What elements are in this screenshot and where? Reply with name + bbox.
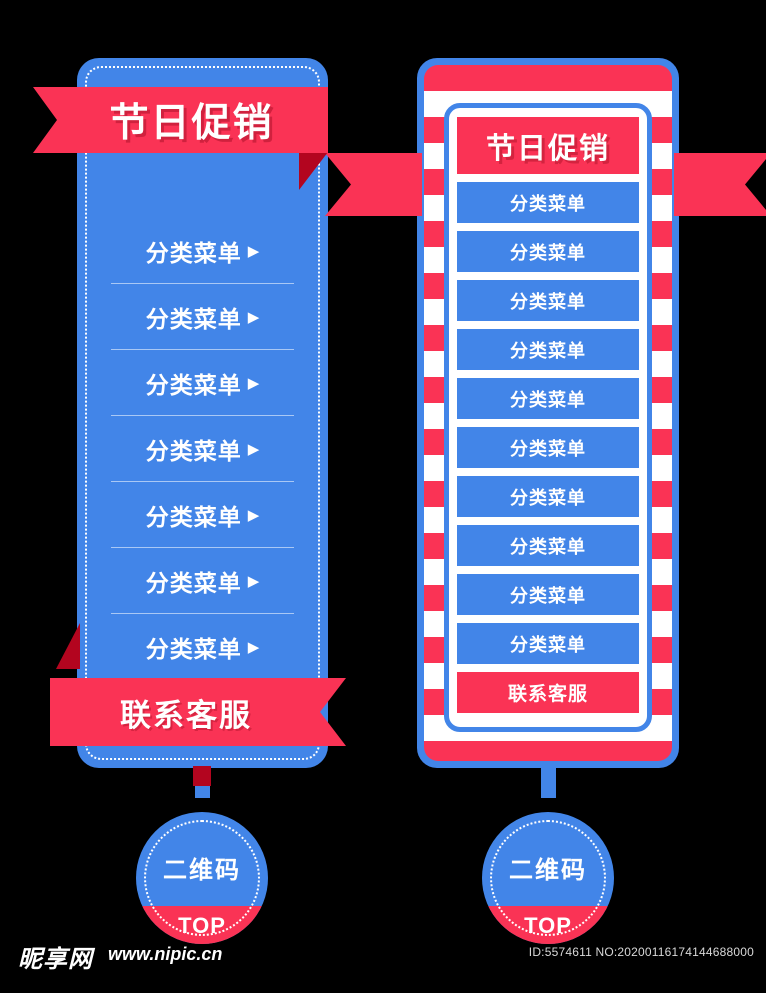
right-menu-item-9[interactable]: 分类菜单 bbox=[457, 574, 639, 615]
left-panel-body bbox=[77, 58, 328, 768]
right-menu-item-label: 分类菜单 bbox=[510, 585, 586, 606]
left-panel-menu-list: 分类菜单 ▶ 分类菜单 ▶ 分类菜单 ▶ 分类菜单 ▶ 分类菜单 ▶ 分类菜单 … bbox=[97, 218, 308, 680]
left-menu-item-label: 分类菜单 bbox=[145, 240, 242, 266]
left-menu-item-label: 分类菜单 bbox=[145, 636, 242, 662]
right-badge-stem bbox=[541, 764, 556, 798]
right-menu-item-label: 分类菜单 bbox=[510, 242, 586, 263]
right-contact-bar-label: 联系客服 bbox=[507, 684, 588, 705]
left-qr-badge-label: 二维码 bbox=[163, 857, 241, 884]
right-menu-item-3[interactable]: 分类菜单 bbox=[457, 280, 639, 321]
right-menu-item-label: 分类菜单 bbox=[510, 536, 586, 557]
right-menu-item-label: 分类菜单 bbox=[510, 389, 586, 410]
right-panel-card: 节日促销 分类菜单 分类菜单 分类菜单 分类菜单 分类菜单 分类菜单 分类菜单 … bbox=[444, 103, 652, 732]
right-menu-item-label: 分类菜单 bbox=[510, 193, 586, 214]
left-qr-badge[interactable]: 二维码 TOP bbox=[136, 812, 268, 944]
right-panel-header-label: 节日促销 bbox=[485, 132, 610, 165]
right-menu-item-6[interactable]: 分类菜单 bbox=[457, 427, 639, 468]
right-menu-item-label: 分类菜单 bbox=[510, 291, 586, 312]
left-menu-item-5[interactable]: 分类菜单 ▶ bbox=[97, 482, 308, 548]
left-menu-item-2[interactable]: 分类菜单 ▶ bbox=[97, 284, 308, 350]
right-menu-item-7[interactable]: 分类菜单 bbox=[457, 476, 639, 517]
left-menu-item-3[interactable]: 分类菜单 ▶ bbox=[97, 350, 308, 416]
left-badge-stem-accent bbox=[193, 766, 211, 786]
left-menu-item-1[interactable]: 分类菜单 ▶ bbox=[97, 218, 308, 284]
left-menu-item-label: 分类菜单 bbox=[145, 372, 242, 398]
right-qr-badge[interactable]: 二维码 TOP bbox=[482, 812, 614, 944]
right-header-ribbon-wing-left bbox=[325, 153, 422, 216]
left-menu-item-6[interactable]: 分类菜单 ▶ bbox=[97, 548, 308, 614]
asset-id-text: ID:5574611 NO:20200116174144688000 bbox=[528, 945, 754, 959]
right-panel-header: 节日促销 bbox=[457, 117, 639, 174]
right-menu-item-label: 分类菜单 bbox=[510, 634, 586, 655]
left-menu-item-label: 分类菜单 bbox=[145, 438, 242, 464]
right-sidebar-panel: 节日促销 分类菜单 分类菜单 分类菜单 分类菜单 分类菜单 分类菜单 分类菜单 … bbox=[325, 58, 679, 768]
right-menu-item-10[interactable]: 分类菜单 bbox=[457, 623, 639, 664]
left-menu-item-4[interactable]: 分类菜单 ▶ bbox=[97, 416, 308, 482]
chevron-right-icon: ▶ bbox=[247, 308, 260, 326]
left-menu-item-label: 分类菜单 bbox=[145, 570, 242, 596]
chevron-right-icon: ▶ bbox=[247, 572, 260, 590]
left-contact-ribbon-fold bbox=[56, 623, 80, 669]
right-menu-item-1[interactable]: 分类菜单 bbox=[457, 182, 639, 223]
left-header-ribbon-fold bbox=[299, 152, 328, 190]
footer-watermark-bar: 昵享网 www.nipic.cn ID:5574611 NO:202001161… bbox=[0, 931, 766, 993]
right-qr-badge-label: 二维码 bbox=[509, 857, 587, 884]
left-menu-item-label: 分类菜单 bbox=[145, 306, 242, 332]
chevron-right-icon: ▶ bbox=[247, 374, 260, 392]
left-qr-badge-dotted-ring bbox=[144, 820, 260, 936]
right-contact-bar[interactable]: 联系客服 bbox=[457, 672, 639, 713]
site-logo: 昵享网 bbox=[18, 945, 93, 973]
right-menu-item-8[interactable]: 分类菜单 bbox=[457, 525, 639, 566]
left-sidebar-panel: 分类菜单 ▶ 分类菜单 ▶ 分类菜单 ▶ 分类菜单 ▶ 分类菜单 ▶ 分类菜单 … bbox=[77, 58, 328, 768]
right-top-button-label: TOP bbox=[524, 913, 572, 938]
left-menu-item-7[interactable]: 分类菜单 ▶ bbox=[97, 614, 308, 680]
left-top-button-label: TOP bbox=[178, 913, 226, 938]
right-menu-item-label: 分类菜单 bbox=[510, 340, 586, 361]
chevron-right-icon: ▶ bbox=[247, 506, 260, 524]
site-url: www.nipic.cn bbox=[108, 944, 223, 964]
chevron-right-icon: ▶ bbox=[247, 440, 260, 458]
chevron-right-icon: ▶ bbox=[247, 242, 260, 260]
right-menu-item-label: 分类菜单 bbox=[510, 487, 586, 508]
left-contact-ribbon[interactable]: 联系客服 bbox=[50, 678, 346, 746]
left-header-ribbon: 节日促销 bbox=[33, 87, 328, 153]
right-qr-badge-dotted-ring bbox=[490, 820, 606, 936]
left-menu-item-label: 分类菜单 bbox=[145, 504, 242, 530]
right-menu-item-4[interactable]: 分类菜单 bbox=[457, 329, 639, 370]
left-header-ribbon-label: 节日促销 bbox=[109, 102, 274, 145]
right-menu-item-5[interactable]: 分类菜单 bbox=[457, 378, 639, 419]
chevron-right-icon: ▶ bbox=[247, 638, 260, 656]
left-contact-ribbon-label: 联系客服 bbox=[120, 697, 252, 733]
right-header-ribbon-wing-right bbox=[674, 153, 766, 216]
right-menu-item-label: 分类菜单 bbox=[510, 438, 586, 459]
right-menu-item-2[interactable]: 分类菜单 bbox=[457, 231, 639, 272]
